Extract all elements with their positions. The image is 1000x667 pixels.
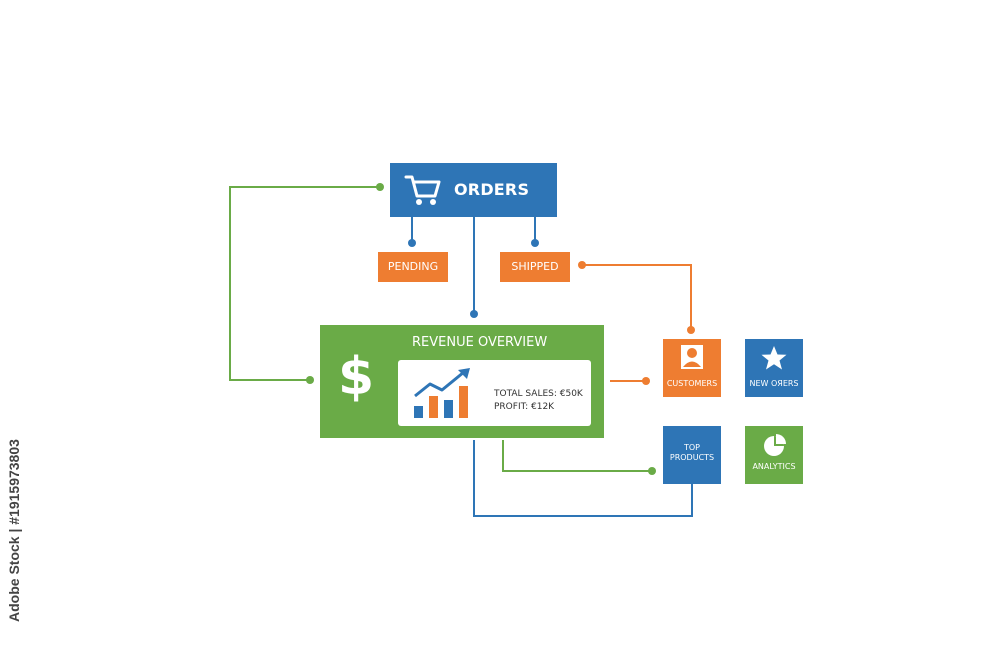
watermark-text: Adobe Stock | #1915973803 (6, 439, 22, 622)
connector-dot (642, 377, 650, 385)
connector-dot (376, 183, 384, 191)
profit-value: PROFIT: €12K (494, 402, 555, 412)
customers-label: CUSTOMERS (666, 379, 718, 388)
connector-dot (578, 261, 586, 269)
revenue-title: REVENUE OVERVIEW (412, 335, 548, 350)
analytics-tile[interactable]: ANALYTICS (745, 426, 803, 484)
customers-tile[interactable]: CUSTOMERS (663, 339, 721, 397)
top-products-label: TOP PRODUCTS (663, 443, 721, 463)
dollar-icon: $ (338, 347, 375, 407)
connector-dot (687, 326, 695, 334)
pie-chart-icon (764, 434, 786, 456)
connector-revenue-to-top-products-blue (473, 440, 693, 517)
connector-dot (306, 376, 314, 384)
stock-watermark: Adobe Stock | #1915973803 (2, 424, 36, 624)
star-icon (761, 346, 787, 370)
revenue-stats-panel: TOTAL SALES: €50K PROFIT: €12K (398, 360, 591, 426)
connector-dot (408, 239, 416, 247)
connector-dot (648, 467, 656, 475)
pending-tag[interactable]: PENDING (378, 252, 448, 282)
connector-shipped-to-customers (582, 264, 692, 330)
top-products-label-line2: PRODUCTS (669, 453, 715, 462)
top-products-label-line1: TOP (683, 443, 700, 452)
revenue-overview-node[interactable]: REVENUE OVERVIEW $ TOTAL SALES: €50K PRO… (320, 325, 604, 438)
top-products-tile[interactable]: TOP PRODUCTS (663, 426, 721, 484)
orders-node[interactable]: ORDERS (390, 163, 557, 217)
orders-label: ORDERS (454, 180, 530, 199)
bar-chart-trend-icon (414, 368, 470, 418)
total-sales-value: TOTAL SALES: €50K (494, 389, 583, 399)
shopping-cart-icon (404, 175, 441, 205)
connector-dot (531, 239, 539, 247)
new-orders-tile[interactable]: NEW OЯERS (745, 339, 803, 397)
user-icon (681, 345, 703, 369)
connector-dot (470, 310, 478, 318)
revenue-stats: TOTAL SALES: €50K PROFIT: €12K (494, 388, 583, 414)
new-orders-label: NEW OЯERS (749, 379, 799, 388)
analytics-label: ANALYTICS (752, 462, 796, 471)
connector-orders-to-revenue-green (229, 186, 380, 381)
connector-revenue-to-top-products (502, 440, 652, 472)
shipped-tag[interactable]: SHIPPED (500, 252, 570, 282)
